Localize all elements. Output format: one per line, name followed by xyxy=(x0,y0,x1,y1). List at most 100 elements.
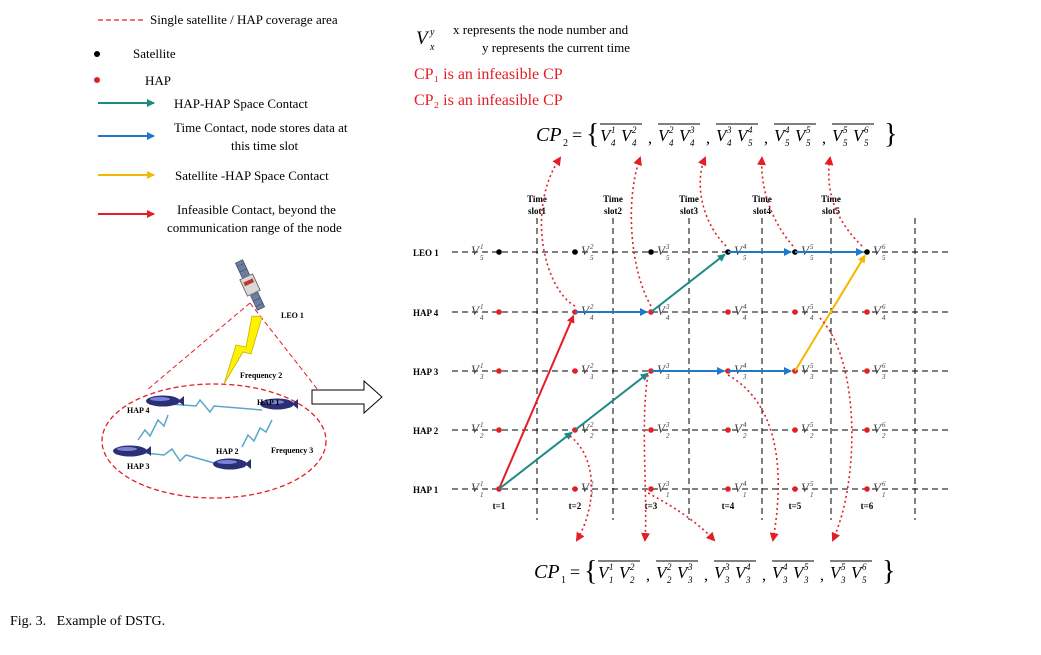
node-label-sub: 5 xyxy=(666,254,670,262)
cp-node-sup: 1 xyxy=(609,562,614,572)
node-dot xyxy=(496,427,502,433)
node-dot xyxy=(572,249,578,255)
cp-node-sub: 3 xyxy=(745,575,751,585)
legend-hap-label: HAP xyxy=(145,73,171,88)
cp-node: V xyxy=(621,126,634,145)
node-label-sub: 3 xyxy=(881,373,886,381)
node-label: V xyxy=(873,303,883,318)
node-label-sup: 4 xyxy=(743,243,747,251)
cp-comma: , xyxy=(646,567,650,584)
node-label: V xyxy=(471,480,481,495)
cp-node: V xyxy=(830,563,843,582)
cp-node-sub: 5 xyxy=(862,575,867,585)
row-label: HAP 1 xyxy=(413,485,439,495)
cp-node-sub: 3 xyxy=(724,575,730,585)
cp-equals: = xyxy=(572,125,582,145)
node-label: V xyxy=(581,421,591,436)
cp-comma: , xyxy=(762,567,766,584)
cp-node-sup: 6 xyxy=(862,562,867,572)
legend: Single satellite / HAP coverage area Sat… xyxy=(94,12,348,235)
hap-legend-dot xyxy=(94,77,100,83)
cp-node-sub: 5 xyxy=(748,138,753,148)
cp-comma: , xyxy=(704,567,708,584)
node-label-sup: 3 xyxy=(665,303,670,311)
dstg-graph: Timeslot1Timeslot2Timeslot3Timeslot4Time… xyxy=(413,156,950,542)
legend-sat-hap-label: Satellite -HAP Space Contact xyxy=(175,168,329,183)
node-label-sup: 1 xyxy=(480,303,484,311)
node-label-sub: 1 xyxy=(666,491,670,499)
cp-equals: = xyxy=(570,562,580,582)
node-label: V xyxy=(734,421,744,436)
network-scene: LEO 1 Frequency 2 HAP 1 HAP 4 HAP 2 HAP … xyxy=(101,259,383,499)
node-label-sub: 2 xyxy=(882,432,886,440)
cp-mapping-curve xyxy=(630,156,652,307)
cp-node-sup: 3 xyxy=(689,125,695,135)
node-label-sup: 2 xyxy=(590,480,594,488)
cp-brace-left: { xyxy=(586,119,599,150)
node-dot xyxy=(648,249,654,255)
cp-node: V xyxy=(714,563,727,582)
cp-node-sup: 4 xyxy=(746,562,751,572)
time-slot-label: slot1 xyxy=(528,206,547,216)
cp-node-sub: 3 xyxy=(782,575,788,585)
cp-mapping-curve xyxy=(756,156,794,247)
node-label: V xyxy=(734,480,744,495)
node-label-sub: 3 xyxy=(809,373,814,381)
cp-node-sub: 4 xyxy=(632,138,637,148)
cp2-infeasible-text: CP₂ is an infeasible CP xyxy=(414,92,563,109)
node-label: V xyxy=(581,243,591,258)
cp-mapping-curve xyxy=(819,317,853,542)
cp-node: V xyxy=(851,563,864,582)
cp-node-sub: 1 xyxy=(609,575,614,585)
hap-link-zigzag xyxy=(144,447,215,464)
time-slot-label: Time xyxy=(821,194,841,204)
cp-node-sup: 2 xyxy=(667,562,672,572)
cp-node-sup: 6 xyxy=(864,125,869,135)
hap-hap-contact-arrow xyxy=(650,253,726,313)
node-label-sub: 1 xyxy=(480,491,484,499)
time-slot-label: Time xyxy=(527,194,547,204)
node-label-sup: 5 xyxy=(810,421,814,429)
cp-comma: , xyxy=(764,130,768,147)
node-label-sup: 1 xyxy=(480,480,484,488)
hap-airship-icon xyxy=(260,398,298,410)
node-dot xyxy=(725,486,731,492)
coverage-area-ellipse xyxy=(101,383,327,499)
legend-infeasible-label-1: Infeasible Contact, beyond the xyxy=(177,202,336,217)
notation-line-2: y represents the current time xyxy=(482,40,630,55)
node-label-sub: 1 xyxy=(810,491,814,499)
cp1-infeasible-text: CP₁ is an infeasible CP xyxy=(414,66,563,83)
svg-text:x: x xyxy=(429,42,435,53)
cp-node-sup: 3 xyxy=(687,562,693,572)
cp-node-sup: 2 xyxy=(630,562,635,572)
cp-node-sub: 4 xyxy=(727,138,732,148)
cp-node: V xyxy=(619,563,632,582)
cp-node-sup: 3 xyxy=(726,125,732,135)
t-label: t=2 xyxy=(569,501,582,511)
hap-airship-icon xyxy=(113,445,151,457)
cp-node: V xyxy=(774,126,787,145)
node-label-sup: 3 xyxy=(665,421,670,429)
node-label-sub: 4 xyxy=(882,314,886,322)
cp-node-sub: 5 xyxy=(864,138,869,148)
time-slot-label: slot2 xyxy=(604,206,623,216)
node-label-sup: 6 xyxy=(882,303,886,311)
cp-node: V xyxy=(735,563,748,582)
satellite-icon xyxy=(234,259,266,311)
node-label-sup: 5 xyxy=(810,243,814,251)
hap-hap-contact-arrow xyxy=(498,431,573,490)
cp-node: V xyxy=(600,126,613,145)
cp-node: V xyxy=(793,563,806,582)
node-label: V xyxy=(657,303,667,318)
cp-node-sub: 5 xyxy=(843,138,848,148)
cp-node-sub: 3 xyxy=(840,575,846,585)
scene-frequency3-label: Frequency 3 xyxy=(271,446,313,455)
coverage-line xyxy=(146,302,251,391)
node-dot xyxy=(792,486,798,492)
node-label-sub: 4 xyxy=(590,314,594,322)
node-label: V xyxy=(801,362,811,377)
node-label-sup: 5 xyxy=(810,362,814,370)
node-label: V xyxy=(801,243,811,258)
